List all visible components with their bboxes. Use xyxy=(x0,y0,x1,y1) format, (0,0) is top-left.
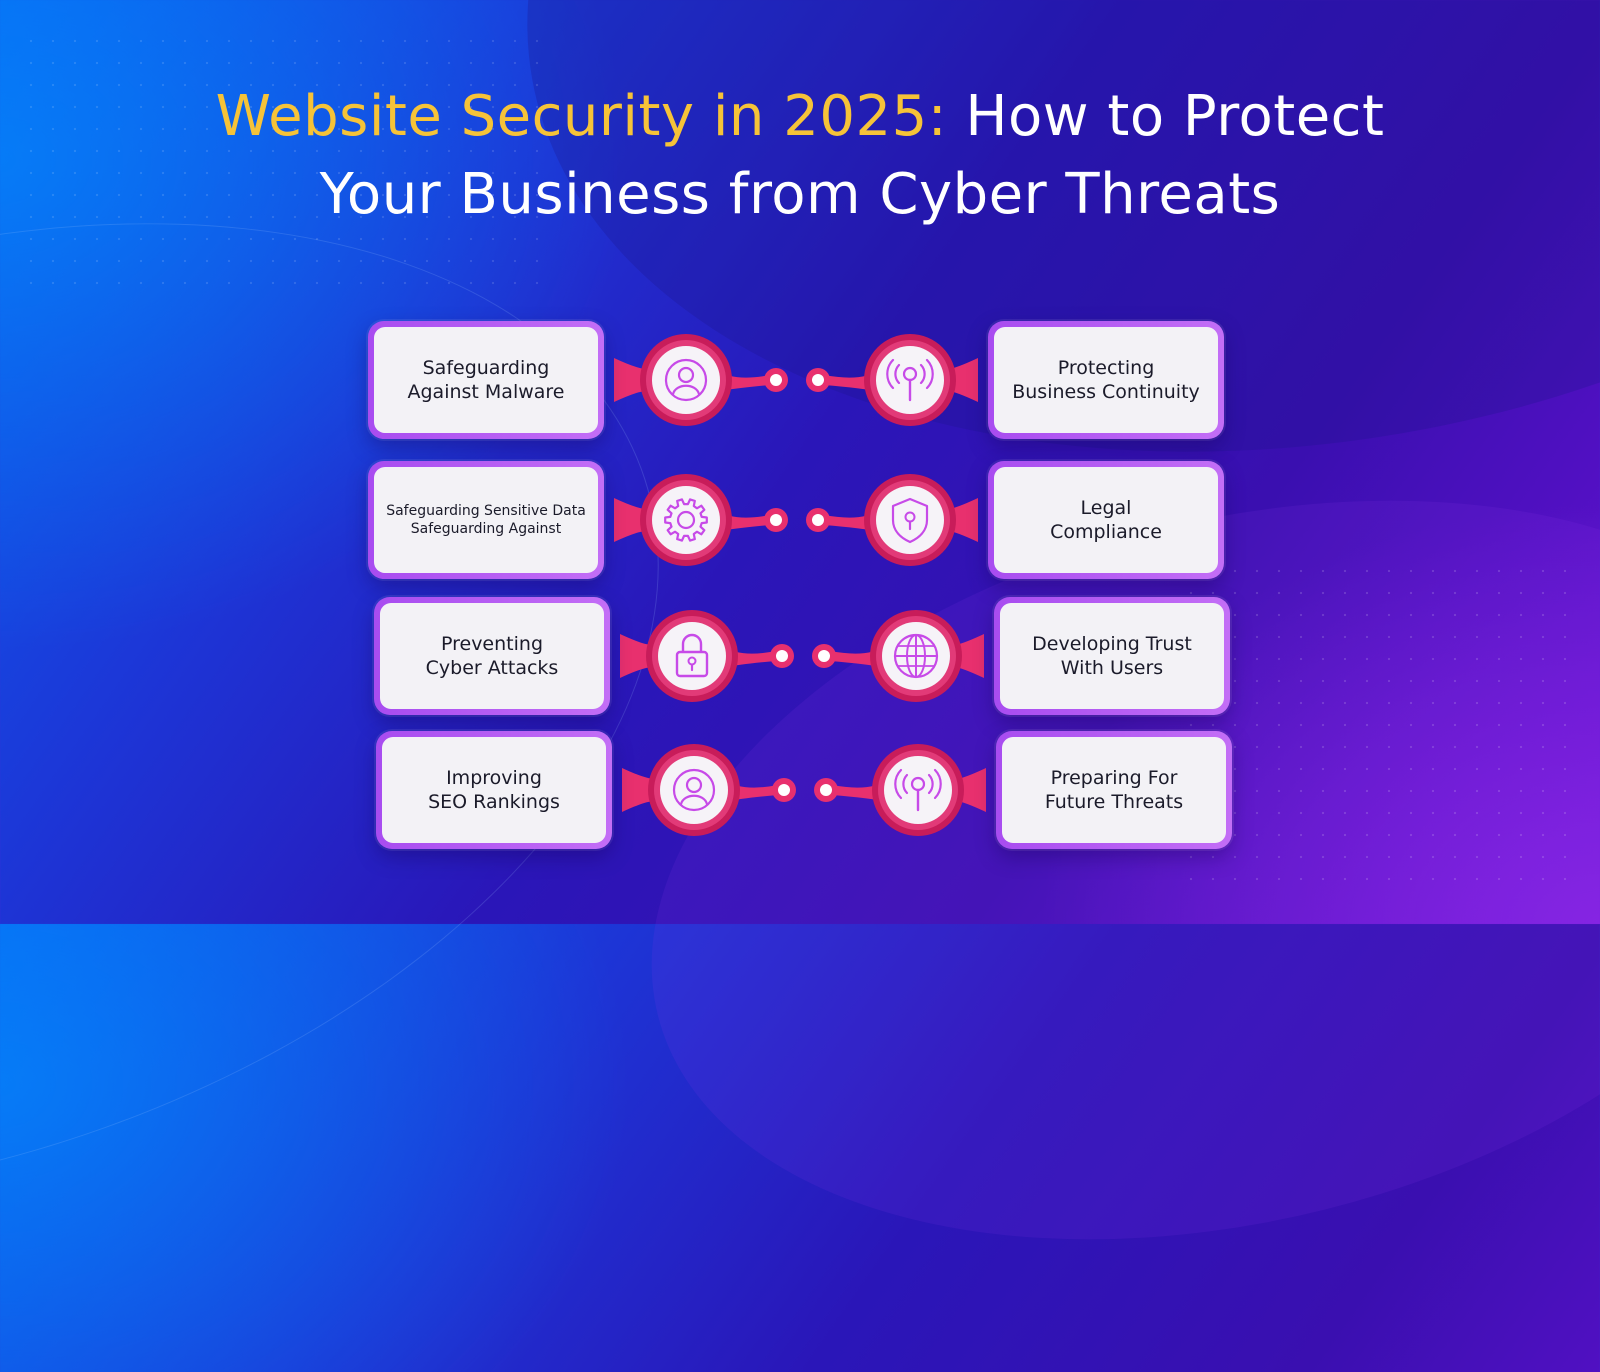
icon-node-left-1 xyxy=(640,334,732,426)
benefit-label-line-2: Future Threats xyxy=(1044,791,1184,813)
benefit-label-line-1: Improving xyxy=(446,767,542,789)
connector-end-dot-center xyxy=(778,784,790,796)
connector-end-dot-center xyxy=(820,784,832,796)
benefit-label-line-1: Developing Trust xyxy=(1032,633,1192,655)
icon-node-right-3 xyxy=(870,610,962,702)
title-line-1-rest: How to Protect xyxy=(965,84,1385,149)
connector-neck xyxy=(620,634,656,678)
icon-node-face xyxy=(876,486,944,554)
title-line-2: Your Business from Cyber Threats xyxy=(319,162,1281,227)
gear-icon xyxy=(664,498,708,542)
icon-node-right-2 xyxy=(864,474,956,566)
icon-node-face xyxy=(658,622,726,690)
benefit-label-line-1: Preventing xyxy=(440,633,543,655)
benefit-label-line-2: SEO Rankings xyxy=(428,791,560,813)
benefit-label-line-1: Safeguarding Sensitive Data xyxy=(386,503,586,519)
connector-neck xyxy=(614,358,650,402)
signal-tower-icon xyxy=(894,768,942,812)
connector-neck xyxy=(614,498,650,542)
connector-end-dot-center xyxy=(818,650,830,662)
icon-node-face xyxy=(660,756,728,824)
connector-left-1 xyxy=(614,358,788,402)
benefit-label-line-2: Business Continuity xyxy=(1012,381,1200,403)
benefit-label-line-2: Against Malware xyxy=(407,381,565,403)
icon-node-face xyxy=(652,346,720,414)
benefit-label-line-1: Protecting xyxy=(1057,357,1155,379)
page-title: Website Security in 2025: How to Protect… xyxy=(0,78,1600,234)
title-line-1: Website Security in 2025: How to Protect xyxy=(0,78,1600,156)
connector-end-dot-center xyxy=(812,514,824,526)
benefit-label-line-1: Preparing For xyxy=(1050,767,1178,789)
benefit-label-line-1: Safeguarding xyxy=(422,357,550,379)
connector-end-dot-center xyxy=(776,650,788,662)
user-circle-icon xyxy=(672,768,716,812)
globe-icon xyxy=(893,633,939,679)
icon-node-face xyxy=(652,486,720,554)
icon-node-left-3 xyxy=(646,610,738,702)
connector-end-dot-center xyxy=(770,374,782,386)
icon-node-left-4 xyxy=(648,744,740,836)
padlock-icon xyxy=(675,633,709,678)
benefit-label-line-2: Compliance xyxy=(1050,521,1162,543)
signal-tower-icon xyxy=(886,358,934,402)
icon-node-left-2 xyxy=(640,474,732,566)
user-circle-icon xyxy=(664,358,708,402)
benefit-label-line-2: Safeguarding Against xyxy=(410,521,562,537)
connector-end-dot-center xyxy=(812,374,824,386)
icon-node-right-1 xyxy=(864,334,956,426)
icon-node-right-4 xyxy=(872,744,964,836)
connector-layer xyxy=(614,334,986,836)
benefit-label-line-2: With Users xyxy=(1060,657,1164,679)
benefit-label-line-1: Legal xyxy=(1080,497,1132,519)
connector-neck xyxy=(622,768,658,812)
connector-end-dot-center xyxy=(770,514,782,526)
shield-lock-icon xyxy=(891,497,929,544)
title-highlight: Website Security in 2025: xyxy=(215,84,948,149)
benefit-label-line-2: Cyber Attacks xyxy=(425,657,559,679)
